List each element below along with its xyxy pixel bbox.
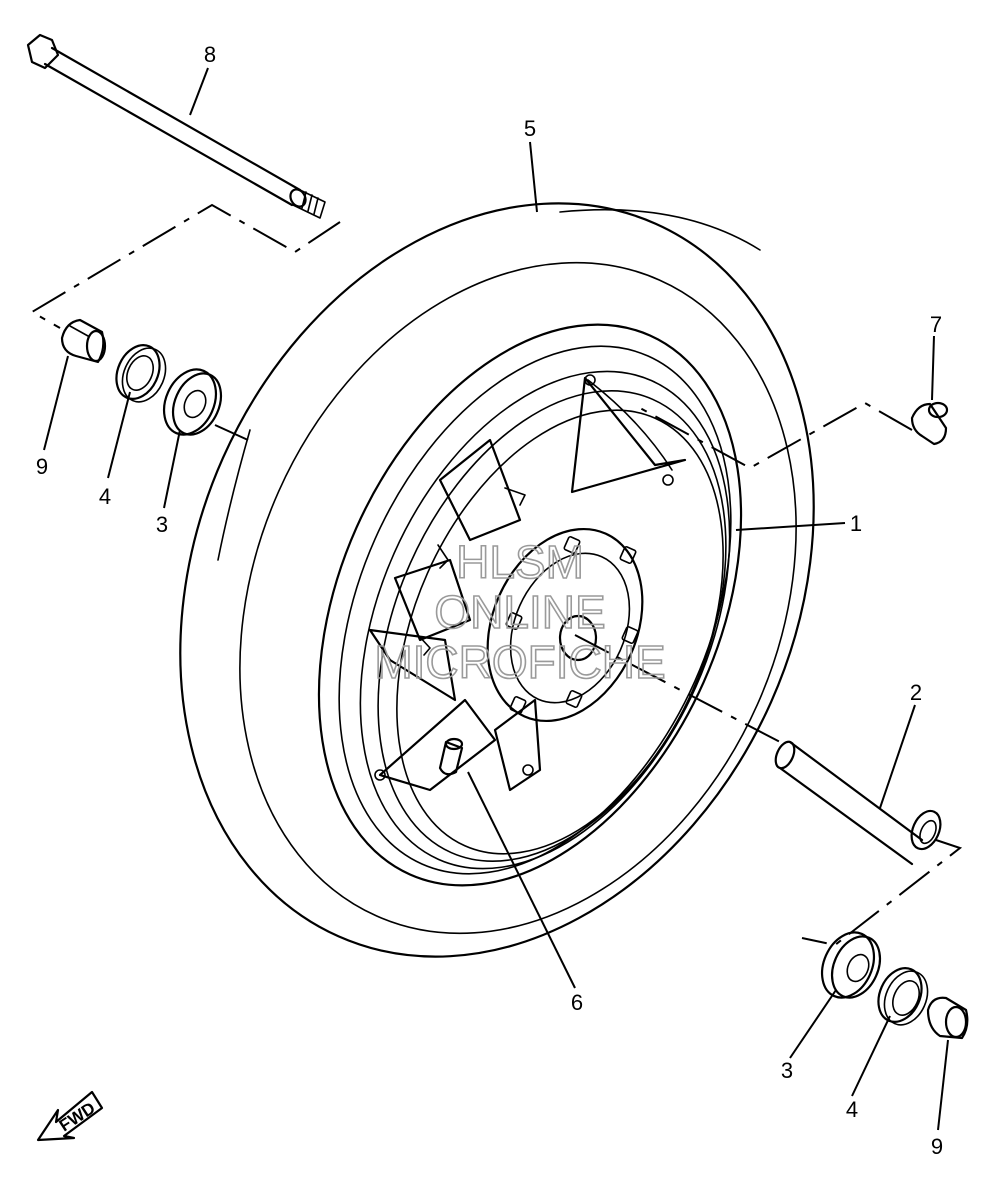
tire-valve [438,737,464,776]
front-axle [26,33,326,219]
callout-6: 6 [571,990,583,1015]
watermark-line-1: HLSM [456,536,584,588]
watermark-line-3: MICROFICHE [374,636,665,688]
tire [179,202,815,958]
bearing-left [162,368,223,436]
callout-3-right: 3 [781,1058,793,1083]
callout-3-left: 3 [156,512,168,537]
watermark: HLSM ONLINE MICROFICHE [374,535,667,689]
collar-top-right [910,401,949,446]
callout-9-right: 9 [931,1134,943,1159]
oil-seal-left [115,344,167,403]
wheel-hub [486,527,644,723]
wheel-spokes [368,374,687,792]
oil-seal-right [877,967,929,1026]
callout-9-left: 9 [36,454,48,479]
wheel-spacer [774,740,942,866]
callout-5: 5 [524,116,536,141]
fwd-arrow-icon: FWD [36,1090,104,1142]
callout-1: 1 [850,511,862,536]
callout-8: 8 [204,42,216,67]
assembly-guide-lines [30,203,963,947]
bearing-right [820,931,882,999]
callout-labels: 8 5 7 1 2 9 4 3 6 3 4 9 [36,42,943,1159]
callout-7: 7 [930,312,942,337]
collar-left [60,318,107,364]
callout-2: 2 [910,680,922,705]
callout-4-right: 4 [846,1097,858,1122]
callout-4-left: 4 [99,484,111,509]
collar-right [926,996,969,1040]
leader-lines [43,67,949,1131]
wheel-rim [317,323,743,887]
watermark-line-2: ONLINE [434,586,605,638]
